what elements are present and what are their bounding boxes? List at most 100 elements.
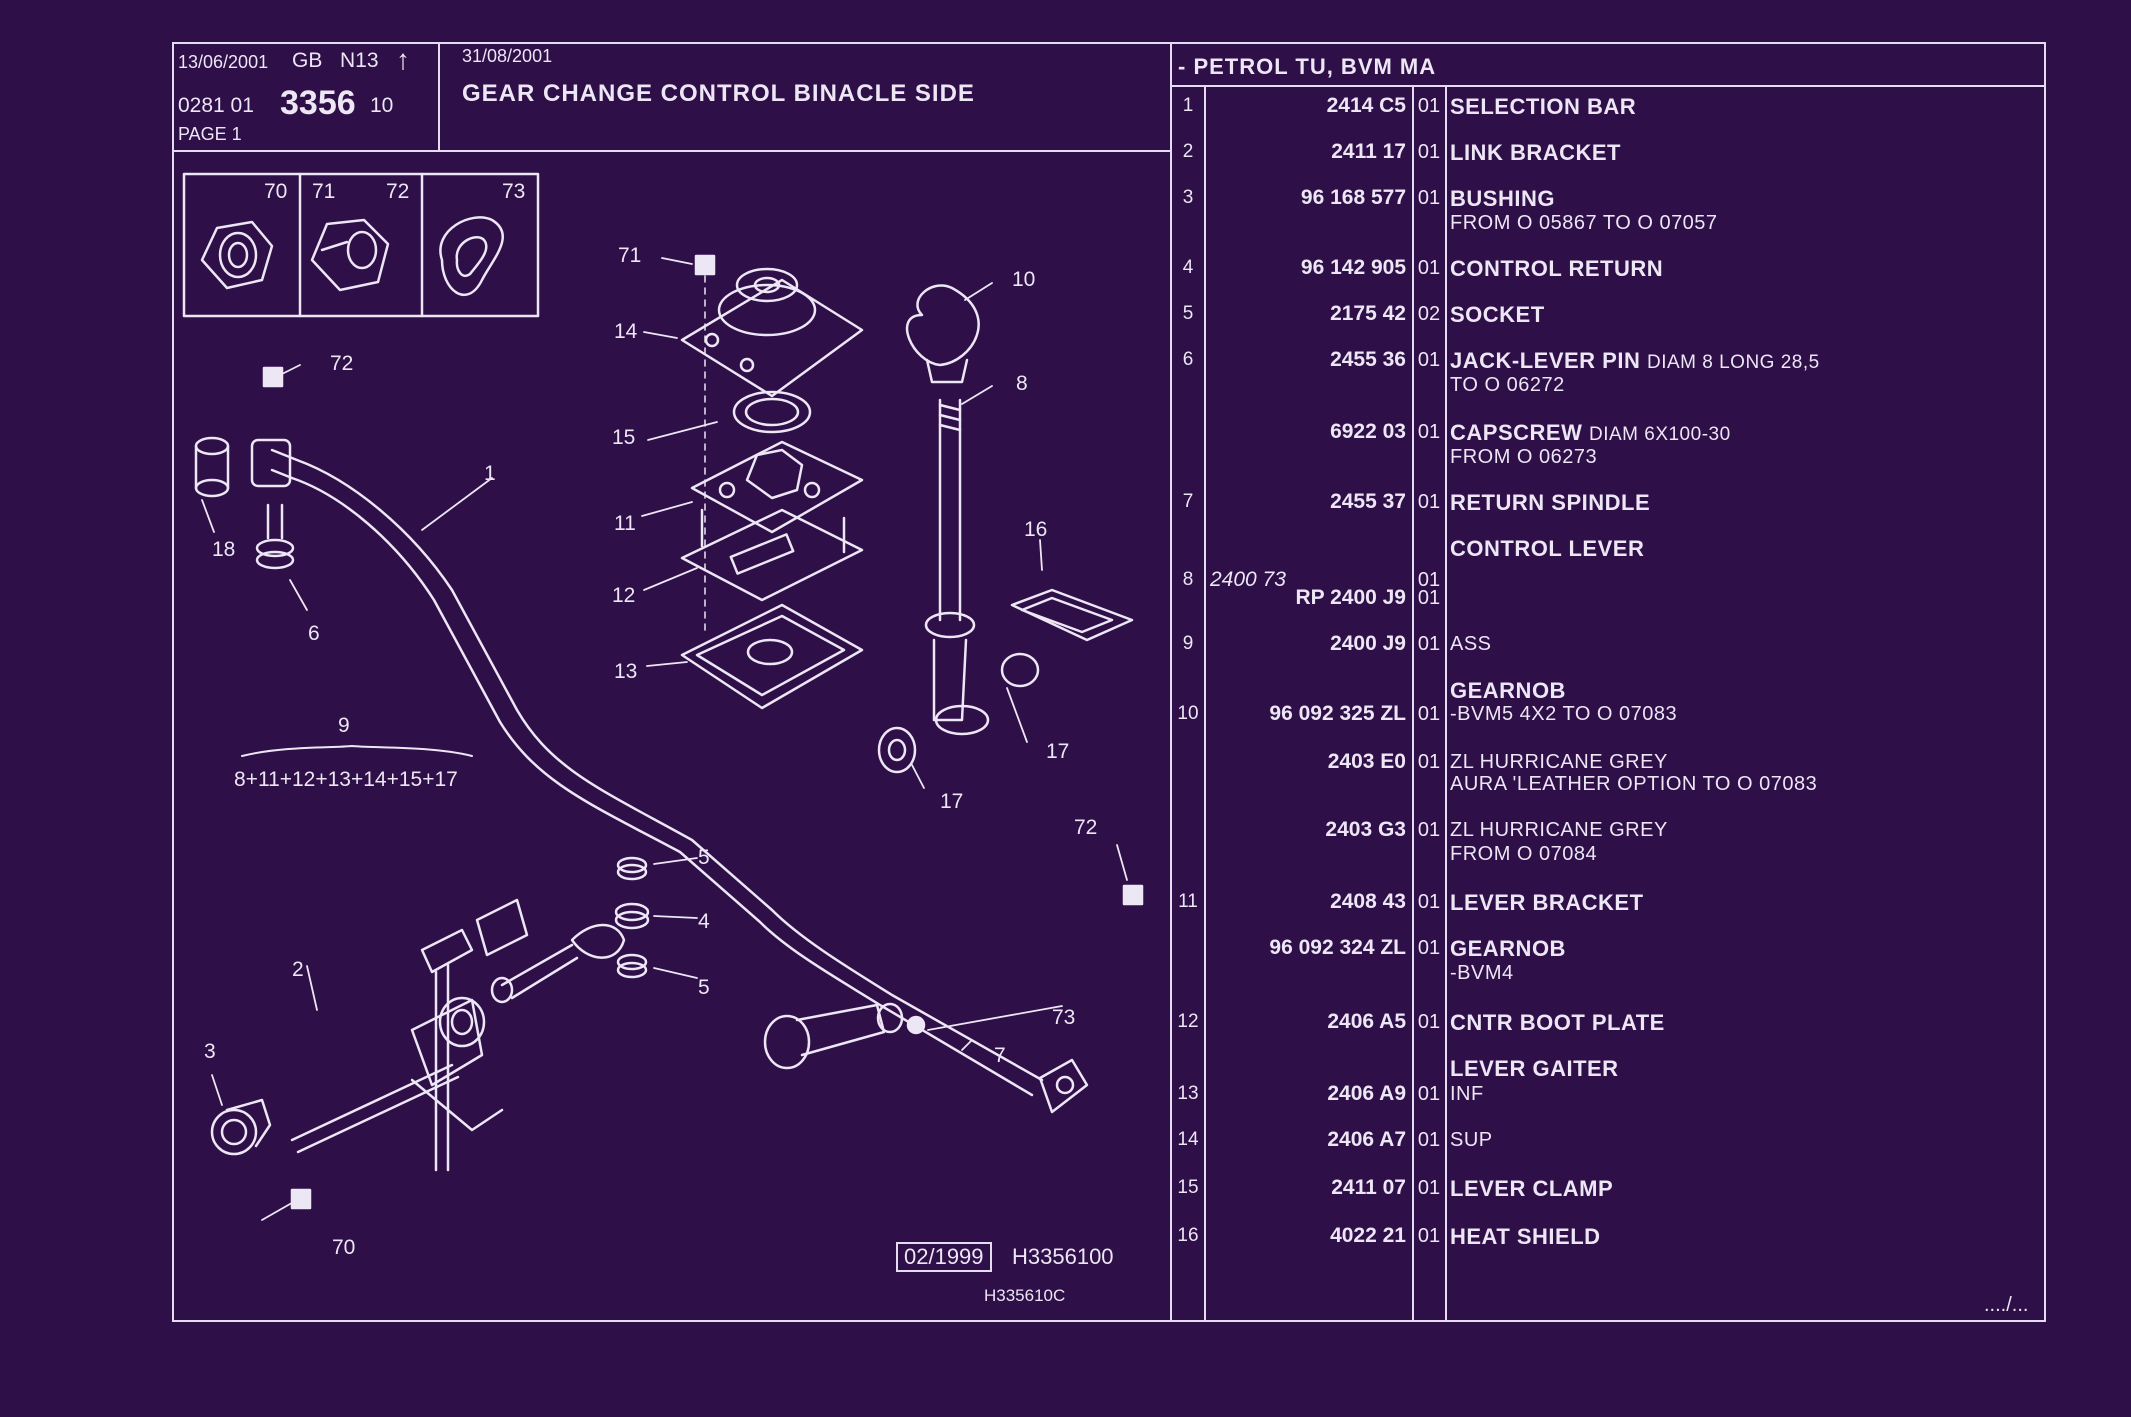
model-label: - PETROL TU, BVM MA bbox=[1178, 54, 1437, 79]
row-number: 8 bbox=[1182, 569, 1194, 590]
part-reference: 2403 G3 bbox=[1325, 818, 1406, 841]
issue-date: 13/06/2001 bbox=[178, 52, 269, 72]
part-quantity: 01 bbox=[1417, 1129, 1441, 1151]
callout-7: 7 bbox=[994, 1044, 1006, 1067]
part-dimension-note: DIAM 8 LONG 28,5 bbox=[1646, 352, 1820, 373]
part-quantity: 01 bbox=[1417, 703, 1441, 725]
part-quantity: 01 bbox=[1417, 349, 1441, 371]
clip-72-icon bbox=[262, 366, 284, 388]
callout-8: 8 bbox=[1016, 372, 1028, 395]
description-cell: CONTROL RETURN bbox=[1450, 256, 1663, 282]
description-cell: BUSHING bbox=[1450, 186, 1555, 212]
nut-71-72-icon bbox=[310, 218, 390, 292]
callout-17a: 17 bbox=[1046, 740, 1070, 763]
part-subnote: SUP bbox=[1450, 1129, 1493, 1151]
lever-clamp-15-icon bbox=[732, 390, 812, 434]
part-reference: 2175 42 bbox=[1330, 302, 1406, 325]
country-code: GB bbox=[292, 49, 323, 72]
ref-main: 3356 bbox=[280, 84, 356, 122]
part-description: CAPSCREW bbox=[1450, 420, 1583, 445]
part-reference: 2411 17 bbox=[1331, 140, 1406, 163]
col-rule-qty-right bbox=[1445, 85, 1447, 1322]
part-description: LEVER CLAMP bbox=[1450, 1176, 1614, 1201]
callout-2: 2 bbox=[292, 958, 304, 981]
callout-10: 10 bbox=[1012, 268, 1036, 291]
callout-70: 70 bbox=[332, 1236, 356, 1259]
row-number: 2 bbox=[1182, 141, 1194, 162]
part-quantity: 01 bbox=[1417, 187, 1441, 209]
description-cell: CNTR BOOT PLATE bbox=[1450, 1010, 1665, 1036]
part-description: SOCKET bbox=[1450, 302, 1545, 327]
description-cell: GEARNOB bbox=[1450, 936, 1566, 962]
part-description: CONTROL RETURN bbox=[1450, 256, 1664, 281]
description-cell: CAPSCREW DIAM 6X100-30 bbox=[1450, 420, 1731, 446]
clip-72b-icon bbox=[1122, 884, 1144, 906]
row-number: 14 bbox=[1177, 1129, 1199, 1150]
description-cell: LEVER CLAMP bbox=[1450, 1176, 1613, 1202]
callout-14: 14 bbox=[614, 320, 638, 343]
boot-plate-12-icon bbox=[680, 508, 864, 602]
part-subnote: ZL HURRICANE GREY bbox=[1450, 751, 1668, 773]
part-quantity: 01 bbox=[1417, 1083, 1441, 1105]
part-reference: 2400 73 bbox=[1210, 568, 1286, 591]
row-number: 4 bbox=[1182, 257, 1194, 278]
row-number: 6 bbox=[1182, 349, 1194, 370]
part-reference: 96 092 325 ZL bbox=[1269, 702, 1406, 725]
variant-code: N13 bbox=[340, 49, 379, 72]
kit-brace bbox=[241, 745, 473, 757]
part-reference: 2455 37 bbox=[1330, 490, 1406, 513]
continued-mark: ..../... bbox=[1984, 1294, 2029, 1316]
part-quantity: 01 bbox=[1417, 257, 1441, 279]
part-quantity: 01 bbox=[1417, 1177, 1441, 1199]
part-reference: 2403 E0 bbox=[1327, 750, 1406, 773]
part-description: GEARNOB bbox=[1450, 678, 1566, 703]
selection-bar-part bbox=[250, 438, 1089, 1114]
callout-5b: 5 bbox=[698, 976, 710, 999]
part-quantity: 01 bbox=[1417, 1011, 1441, 1033]
part-quantity: 01 bbox=[1417, 141, 1441, 163]
callout-72: 72 bbox=[330, 352, 354, 375]
part-description: HEAT SHIELD bbox=[1450, 1224, 1601, 1249]
return-spindle-group bbox=[490, 856, 650, 1004]
part-subnote: INF bbox=[1450, 1083, 1484, 1105]
part-subnote: FROM O 06273 bbox=[1450, 446, 1598, 468]
part-reference: 2455 36 bbox=[1330, 348, 1406, 371]
description-cell: SOCKET bbox=[1450, 302, 1545, 328]
description-cell: SELECTION BAR bbox=[1450, 94, 1636, 120]
part-subnote: AURA 'LEATHER OPTION TO O 07083 bbox=[1450, 773, 1818, 795]
inset-label-73: 73 bbox=[502, 180, 526, 203]
part-description: LINK BRACKET bbox=[1450, 140, 1621, 165]
part-reference: RP 2400 J9 bbox=[1295, 586, 1406, 609]
callout-1: 1 bbox=[484, 462, 496, 485]
clip-71-icon bbox=[694, 254, 716, 276]
row-number: 9 bbox=[1182, 633, 1194, 654]
col-rule-num bbox=[1204, 85, 1206, 1322]
part-subnote: FROM O 05867 TO O 07057 bbox=[1450, 212, 1718, 234]
description-cell: HEAT SHIELD bbox=[1450, 1224, 1601, 1250]
page-label: PAGE 1 bbox=[178, 124, 242, 144]
description-cell: LINK BRACKET bbox=[1450, 140, 1621, 166]
callout-15: 15 bbox=[612, 426, 636, 449]
exploded-diagram bbox=[182, 172, 1144, 1221]
row-number: 16 bbox=[1177, 1225, 1199, 1246]
callout-72b: 72 bbox=[1074, 816, 1098, 839]
part-description: CONTROL LEVER bbox=[1450, 536, 1645, 561]
row-number: 13 bbox=[1177, 1083, 1199, 1104]
drawing-ref-small: H335610C bbox=[984, 1286, 1066, 1305]
part-subnote: TO O 06272 bbox=[1450, 374, 1565, 396]
part-reference: 6922 03 bbox=[1330, 420, 1406, 443]
nut-70-icon bbox=[200, 220, 274, 290]
drawing-date-box: 02/1999 bbox=[896, 1242, 992, 1272]
part-subnote: -BVM5 4X2 TO O 07083 bbox=[1450, 703, 1678, 725]
inset-label-70: 70 bbox=[264, 180, 288, 203]
part-quantity: 01 bbox=[1417, 633, 1441, 655]
update-date: 31/08/2001 bbox=[462, 46, 553, 66]
row-number: 11 bbox=[1178, 891, 1198, 912]
ref-suffix: 10 bbox=[370, 94, 394, 117]
description-cell: RETURN SPINDLE bbox=[1450, 490, 1650, 516]
part-reference: 4022 21 bbox=[1330, 1224, 1406, 1247]
callout-71: 71 bbox=[618, 244, 642, 267]
callout-18: 18 bbox=[212, 538, 236, 561]
return-shaft-icon bbox=[420, 898, 529, 1172]
parts-table-frame bbox=[1170, 42, 2046, 1322]
